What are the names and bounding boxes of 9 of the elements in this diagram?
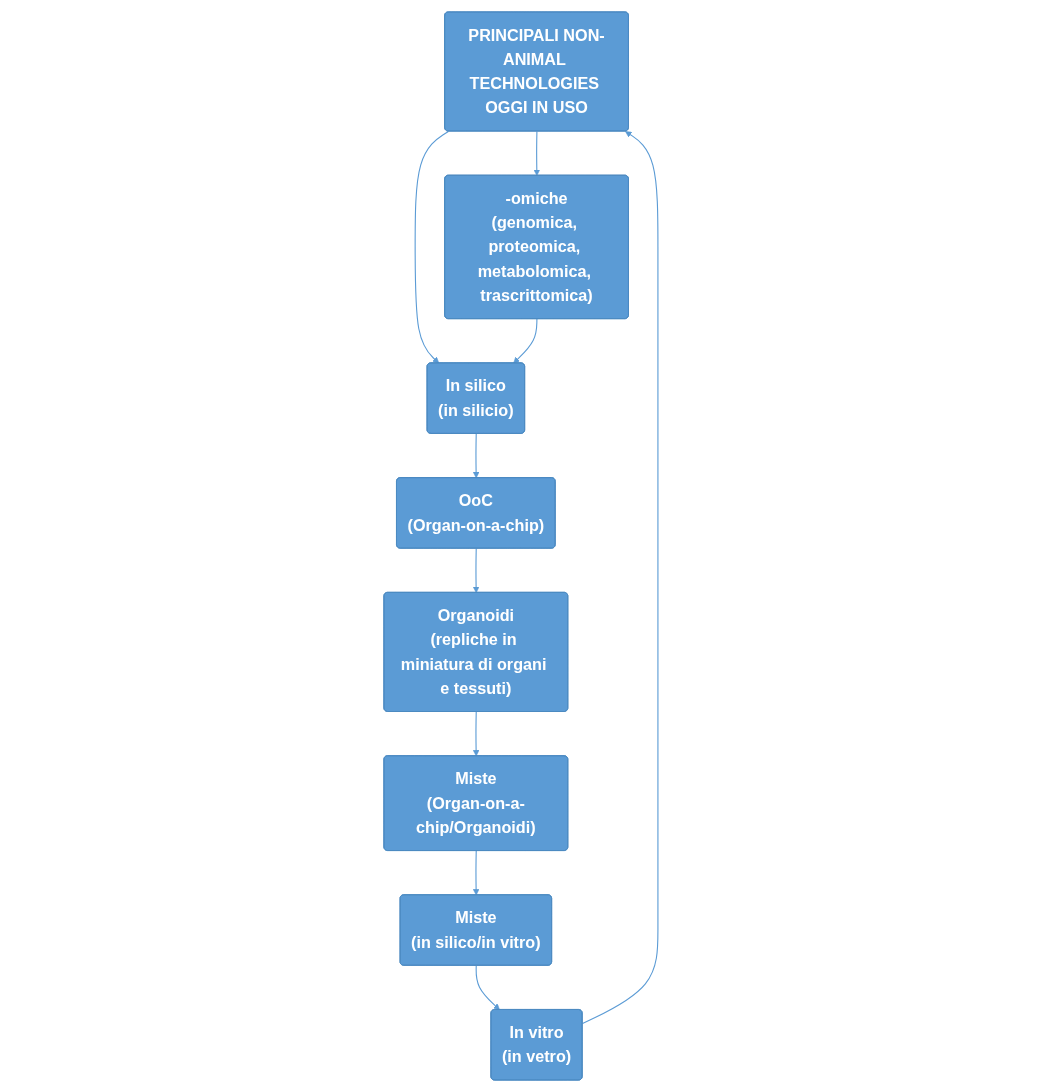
arrow [472,850,480,896]
arrow [472,433,480,479]
arrow [582,131,659,1025]
arrow [414,130,449,364]
arrow [472,548,480,593]
arrow [513,318,538,364]
arrow [533,130,541,176]
arrow [475,965,500,1011]
arrow [472,711,480,757]
